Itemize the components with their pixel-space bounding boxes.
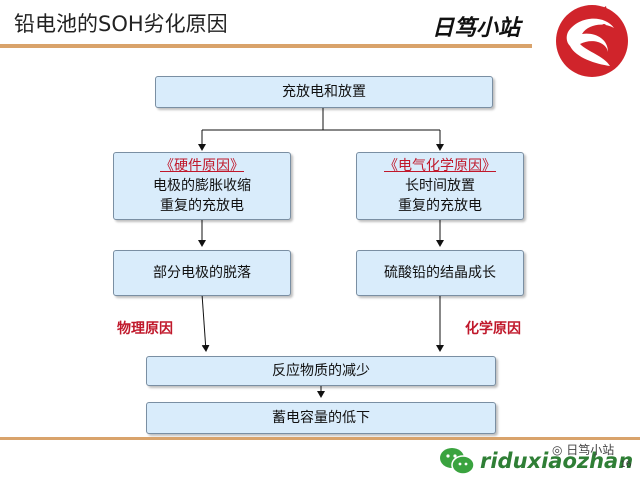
electrode-shedding-label: 部分电极的脱落	[153, 265, 251, 281]
chemical-cause-label: 化学原因	[465, 321, 521, 337]
top-box-label: 充放电和放置	[282, 84, 366, 100]
reactant-reduction-label: 反应物质的减少	[272, 363, 370, 379]
capacity-decline-label: 蓄电容量的低下	[272, 410, 370, 426]
footer-url: riduxiaozhan	[480, 449, 634, 473]
footer-divider	[0, 437, 640, 440]
footer-account-name: ◎ 日笃小站	[552, 441, 614, 458]
electrochem-line-1: 长时间放置	[405, 178, 475, 194]
hardware-line-2: 重复的充放电	[160, 198, 244, 214]
physical-cause-label: 物理原因	[117, 321, 173, 337]
page-title: 铅电池的SOH劣化原因	[14, 12, 228, 36]
footer-eye-icon: ◎	[552, 443, 567, 457]
sulfation-label: 硫酸铅的结晶成长	[384, 265, 496, 281]
dragon-logo-icon	[556, 5, 628, 77]
hardware-heading: 《硬件原因》	[160, 158, 244, 174]
brand-name: 日笃小站	[432, 16, 521, 41]
page-number: 16	[620, 460, 632, 470]
footer-name-text: 日笃小站	[566, 443, 615, 457]
hardware-line-1: 电极的膨胀收缩	[153, 178, 251, 194]
electrochem-line-2: 重复的充放电	[398, 198, 482, 214]
sulfation-box: 硫酸铅的结晶成长	[356, 250, 524, 296]
hardware-cause-box: 《硬件原因》 电极的膨胀收缩 重复的充放电	[113, 152, 291, 220]
header-divider	[0, 44, 532, 48]
electrode-shedding-box: 部分电极的脱落	[113, 250, 291, 296]
top-box-charge-discharge: 充放电和放置	[155, 76, 493, 108]
wechat-icon	[440, 448, 475, 475]
capacity-decline-box: 蓄电容量的低下	[146, 402, 496, 434]
reactant-reduction-box: 反应物质的减少	[146, 356, 496, 386]
electrochem-heading: 《电气化学原因》	[384, 158, 496, 174]
electrochem-cause-box: 《电气化学原因》 长时间放置 重复的充放电	[356, 152, 524, 220]
